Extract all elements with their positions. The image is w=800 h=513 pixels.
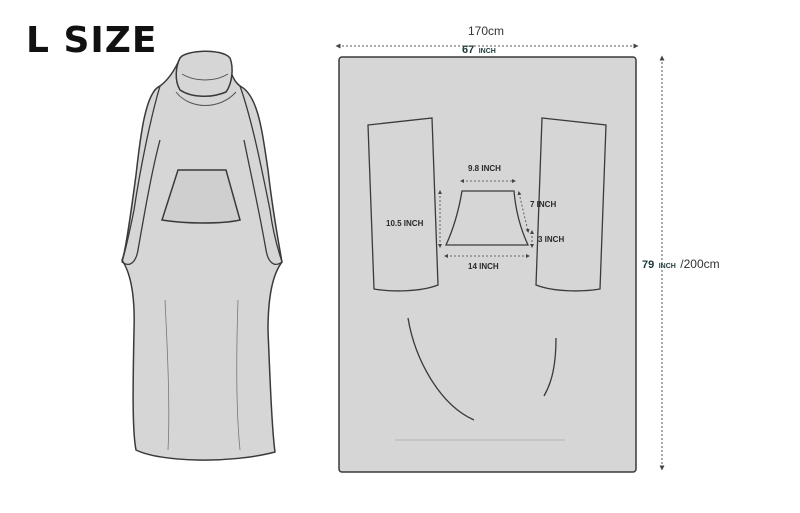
garment-pocket [161,169,241,224]
pocket-side-label: 7 INCH [530,200,557,209]
garment-body [121,57,283,461]
pocket-top-label: 9.8 INCH [468,164,501,173]
height-inch-unit: INCH [658,263,676,270]
width-inch-value: 67 [462,44,475,56]
height-inch-value: 79 [642,259,655,271]
left-sleeve-piece [367,117,439,292]
right-sleeve-piece [535,117,607,292]
garment-left-sleeve [121,85,161,265]
width-cm-label: 170cm [468,24,505,38]
garment-right-sleeve [239,85,283,265]
pocket-bottom-label: 14 INCH [468,262,499,271]
right-fold-curve [543,337,557,397]
width-inch-label: 67 INCH [462,40,496,58]
height-label: 79 INCH /200cm [642,255,720,273]
garment-collar [175,50,233,97]
size-title: L SIZE [26,20,158,61]
pocket-corner-label: 3 INCH [538,235,565,244]
width-inch-unit: INCH [478,48,496,55]
pocket-piece [444,190,530,246]
left-fold-curve [407,317,475,421]
height-cm-value: /200cm [680,257,720,271]
sleeve-length-label: 10.5 INCH [386,219,424,228]
